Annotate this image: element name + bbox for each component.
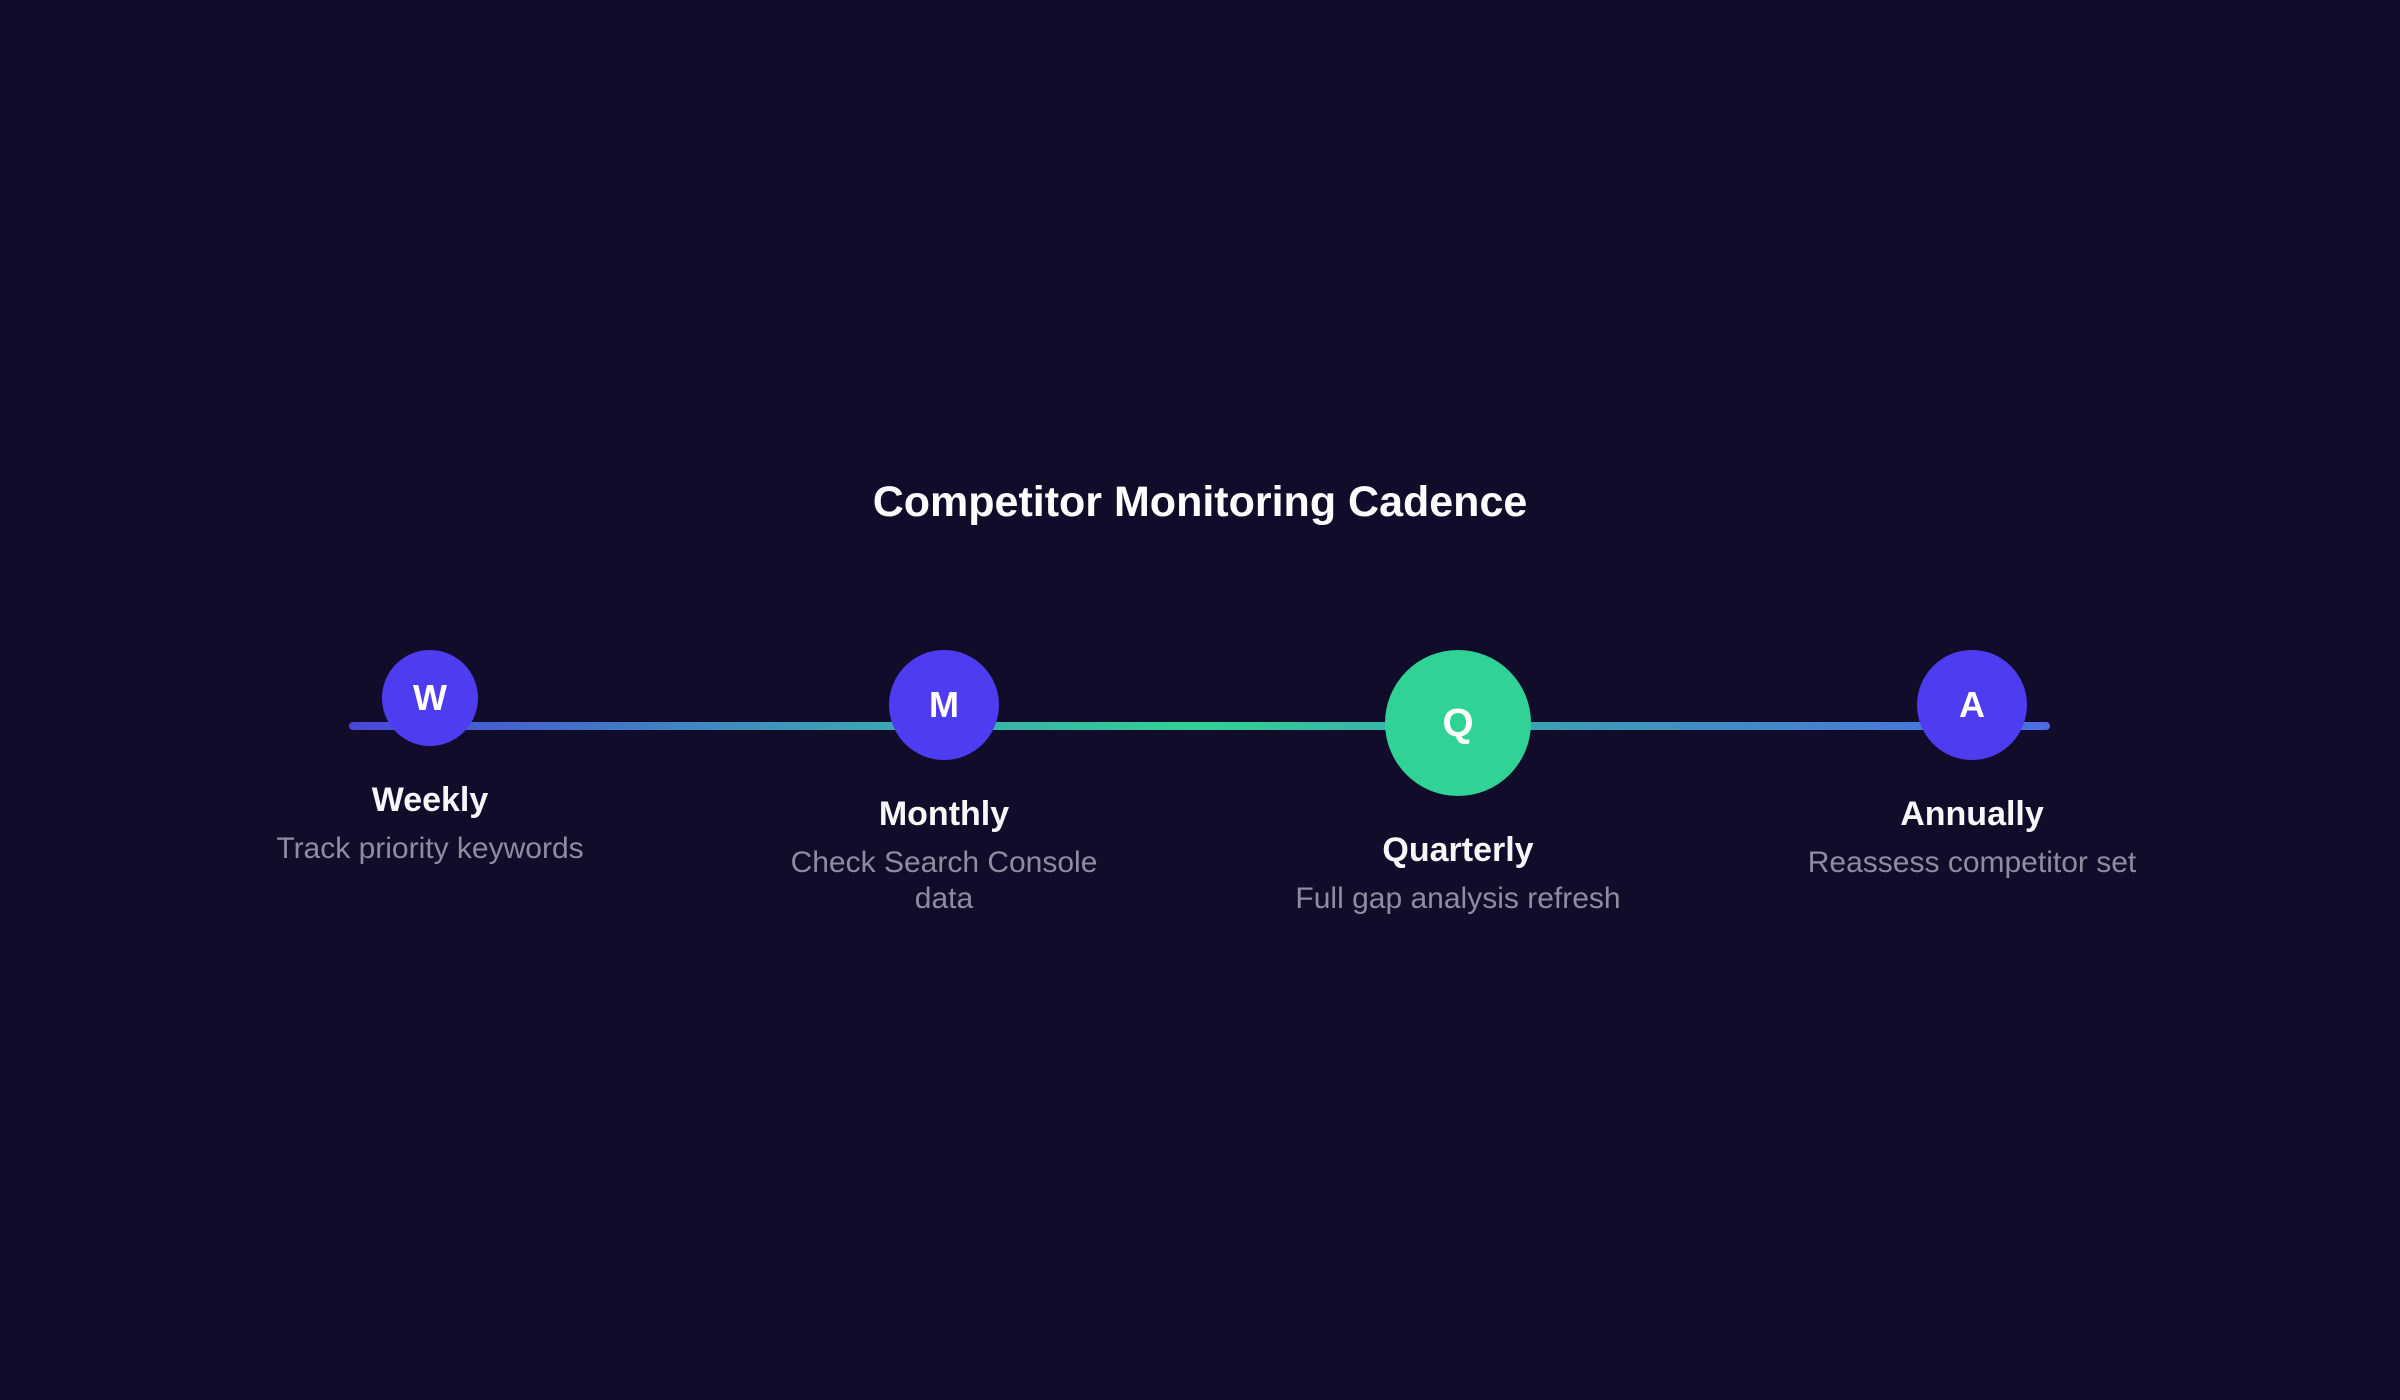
monthly-node-description: Check Search Console data bbox=[790, 845, 1098, 915]
timeline-connector-line bbox=[349, 722, 2050, 730]
annually-node-letter: A bbox=[1959, 684, 1985, 725]
monthly-node-letter: M bbox=[929, 684, 959, 725]
quarterly-node-circle: Q bbox=[1385, 650, 1531, 796]
weekly-node-description: Track priority keywords bbox=[276, 831, 584, 865]
annually-node-circle: A bbox=[1917, 650, 2027, 760]
timeline-node-annually: A Annually Reassess competitor set bbox=[1802, 650, 2142, 881]
timeline-node-weekly: W Weekly Track priority keywords bbox=[260, 650, 600, 867]
page-title: Competitor Monitoring Cadence bbox=[872, 478, 1528, 526]
monthly-node-circle: M bbox=[889, 650, 999, 760]
quarterly-node-letter: Q bbox=[1442, 700, 1474, 745]
weekly-node-circle: W bbox=[382, 650, 478, 746]
timeline-node-monthly: M Monthly Check Search Console data bbox=[774, 650, 1114, 917]
annually-node-description: Reassess competitor set bbox=[1807, 845, 2137, 879]
weekly-node-title: Weekly bbox=[371, 781, 489, 819]
quarterly-node-description: Full gap analysis refresh bbox=[1295, 881, 1621, 915]
quarterly-node-title: Quarterly bbox=[1382, 831, 1534, 869]
weekly-node-letter: W bbox=[413, 677, 447, 718]
timeline-node-quarterly: Q Quarterly Full gap analysis refresh bbox=[1288, 650, 1628, 917]
annually-node-title: Annually bbox=[1900, 795, 2044, 833]
monthly-node-title: Monthly bbox=[878, 795, 1010, 833]
